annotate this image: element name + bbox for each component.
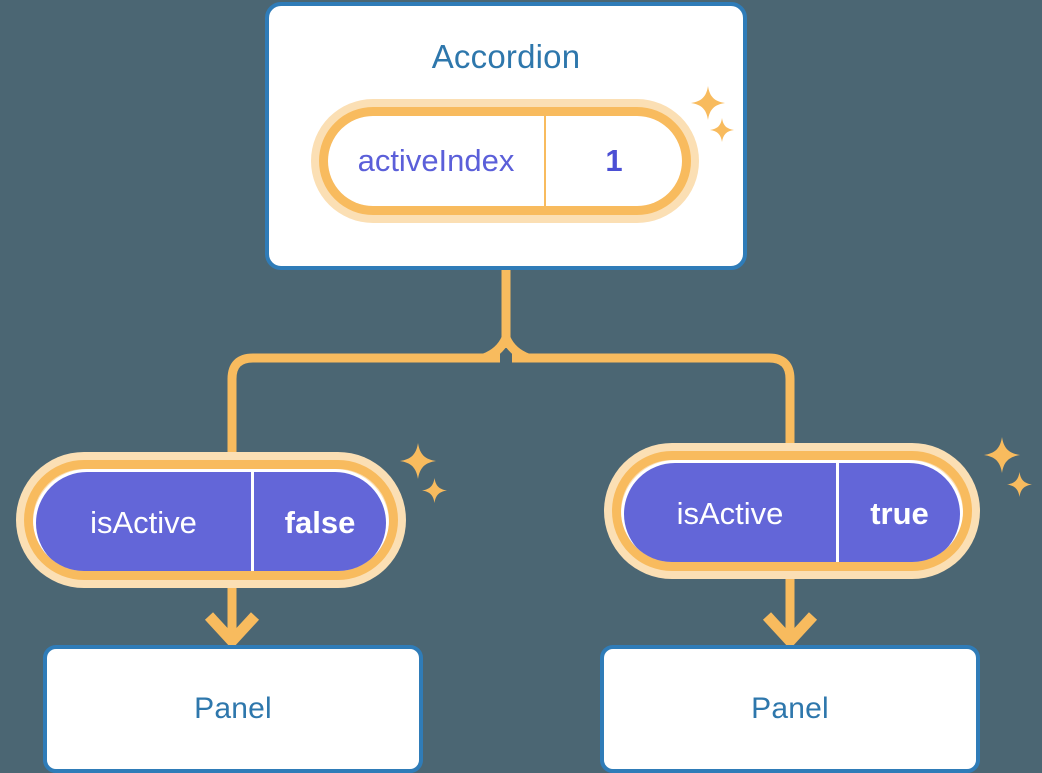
panel-title: Panel bbox=[751, 692, 829, 725]
badge-body: activeIndex 1 bbox=[328, 116, 682, 206]
sparkle-four-point-small-icon bbox=[422, 478, 447, 503]
badge-ring: isActive true bbox=[612, 451, 972, 571]
badge-body: isActive true bbox=[621, 460, 963, 562]
sparkle-four-point-large-icon bbox=[984, 437, 1020, 473]
page-title: Accordion bbox=[431, 38, 581, 75]
state-badge-is-active-left[interactable]: isActive false bbox=[16, 452, 406, 588]
sparkle-four-point-large-icon bbox=[400, 443, 436, 479]
panel-card-left: Panel bbox=[43, 645, 423, 773]
state-key-label: isActive bbox=[624, 463, 839, 562]
sparkle-four-point-small-icon bbox=[1007, 472, 1032, 497]
state-badge-active-index[interactable]: activeIndex 1 bbox=[311, 99, 699, 223]
arrow-down-icon bbox=[762, 579, 818, 650]
state-key-label: isActive bbox=[36, 472, 254, 571]
state-value-label: 1 bbox=[605, 143, 623, 178]
badge-ring: isActive false bbox=[24, 460, 398, 580]
state-value-label: false bbox=[284, 505, 356, 540]
badge-body: isActive false bbox=[33, 469, 389, 571]
panel-title: Panel bbox=[194, 692, 272, 725]
state-badge-is-active-right[interactable]: isActive true bbox=[604, 443, 980, 579]
sparkle-four-point-small-icon bbox=[710, 118, 734, 142]
state-value-label: true bbox=[870, 496, 929, 531]
state-key-label: activeIndex bbox=[328, 116, 546, 206]
arrow-down-icon bbox=[204, 588, 260, 650]
badge-ring: activeIndex 1 bbox=[319, 107, 691, 215]
panel-card-right: Panel bbox=[600, 645, 980, 773]
sparkle-four-point-large-icon bbox=[691, 86, 725, 120]
